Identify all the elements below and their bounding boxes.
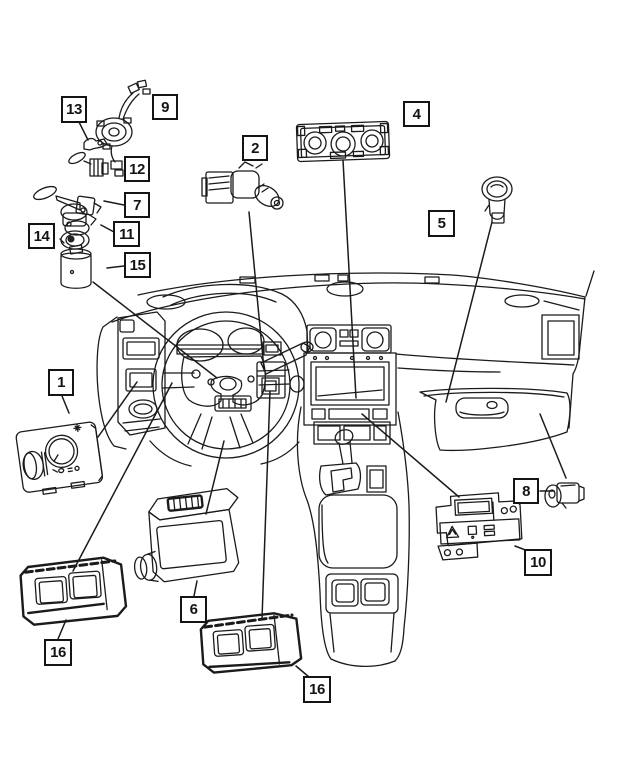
callout-6[interactable]: 6 — [180, 596, 207, 623]
callout-7[interactable]: 7 — [124, 192, 150, 218]
hvac-control-drawing — [296, 121, 389, 161]
column-stalk-drawing — [261, 342, 313, 374]
multifunction-lever-drawing — [32, 184, 101, 215]
callout-2[interactable]: 2 — [242, 135, 268, 161]
callout-5[interactable]: 5 — [428, 210, 455, 237]
headlamp-switch-drawing — [15, 421, 103, 497]
callout-16-left[interactable]: 16 — [44, 639, 72, 666]
dashboard-drawing — [97, 271, 594, 666]
callout-9-label: 9 — [161, 98, 169, 116]
steering-wheel-drawing — [153, 312, 299, 458]
stalk-switch-drawing — [67, 150, 108, 176]
window-switch-bezel-left-drawing — [20, 556, 127, 625]
callout-4[interactable]: 4 — [403, 101, 430, 127]
callout-1-label: 1 — [57, 374, 65, 391]
callout-14-label: 14 — [33, 227, 50, 245]
callout-5-label: 5 — [437, 215, 446, 232]
hazard-switch-panel-drawing — [435, 492, 522, 560]
callout-7-label: 7 — [133, 196, 141, 214]
callout-14[interactable]: 14 — [28, 223, 55, 249]
callout-16-right-label: 16 — [309, 681, 325, 698]
push-button-switch-drawing — [482, 177, 512, 223]
center-stack-drawing — [304, 325, 396, 444]
center-console-drawing — [297, 407, 409, 666]
callout-9[interactable]: 9 — [152, 94, 178, 120]
callout-12[interactable]: 12 — [124, 156, 150, 182]
column-housing-drawing — [61, 245, 91, 288]
window-switch-bezel-right-drawing — [200, 612, 302, 674]
ignition-switch-drawing — [61, 204, 96, 235]
callout-12-label: 12 — [129, 160, 145, 178]
callout-4-label: 4 — [412, 105, 421, 123]
callout-10-label: 10 — [530, 554, 546, 571]
callout-11[interactable]: 11 — [113, 221, 140, 247]
callout-13[interactable]: 13 — [61, 96, 87, 123]
column-switch-drawing — [202, 162, 283, 211]
callout-10[interactable]: 10 — [524, 549, 552, 576]
leader-lines — [58, 122, 566, 677]
callout-15-label: 15 — [129, 256, 146, 274]
glovebox-drawing — [396, 297, 585, 450]
callout-16-right[interactable]: 16 — [303, 676, 331, 703]
small-switch-drawing — [545, 483, 584, 508]
callout-1[interactable]: 1 — [48, 369, 74, 396]
callout-8-label: 8 — [522, 482, 530, 500]
callout-2-label: 2 — [251, 139, 259, 157]
callout-6-label: 6 — [189, 601, 198, 618]
callout-8[interactable]: 8 — [513, 478, 539, 504]
callout-16-left-label: 16 — [50, 644, 66, 661]
module-with-knob-drawing — [127, 488, 245, 585]
callout-15[interactable]: 15 — [124, 252, 151, 278]
callout-13-label: 13 — [66, 101, 82, 118]
callout-11-label: 11 — [119, 225, 134, 243]
clockspring-drawing — [96, 80, 150, 176]
